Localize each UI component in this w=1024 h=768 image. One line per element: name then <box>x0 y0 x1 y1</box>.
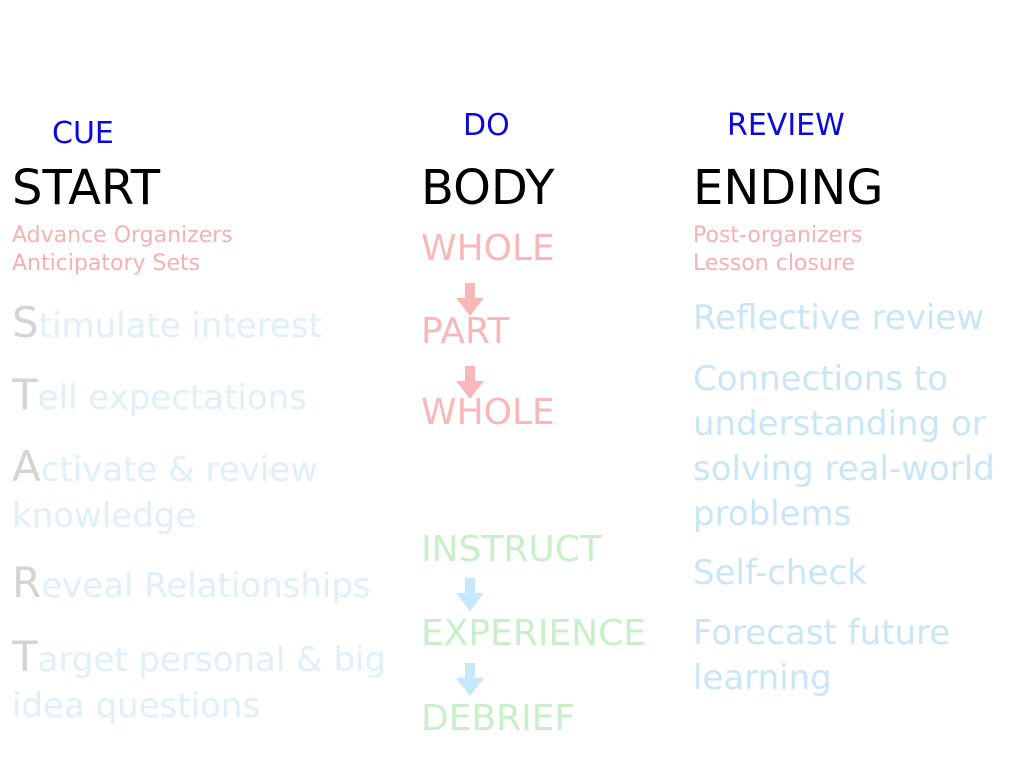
body-flow-debrief: DEBRIEF <box>421 698 576 739</box>
start-item-text: ell expectations <box>37 378 307 418</box>
ending-sub-post-organizers: Post-organizers <box>693 223 863 248</box>
body-flow-whole-2: WHOLE <box>421 392 555 433</box>
body-flow-instruct: INSTRUCT <box>421 529 602 570</box>
down-arrow-icon <box>456 663 484 696</box>
ending-item-self-check: Self-check <box>693 553 867 593</box>
start-item-tell: Tell expectations <box>12 372 402 421</box>
ending-title: ENDING <box>693 160 884 216</box>
do-label: DO <box>463 108 510 143</box>
ending-item-reflective-review: Reflective review <box>693 298 985 338</box>
start-item-text: ctivate & review knowledge <box>12 450 318 536</box>
start-item-activate: Activate & review knowledge <box>12 444 372 539</box>
start-item-letter: R <box>12 558 42 607</box>
start-sub-anticipatory-sets: Anticipatory Sets <box>12 251 201 276</box>
down-arrow-icon <box>456 283 484 316</box>
start-item-reveal: Reveal Relationships <box>12 560 402 609</box>
ending-item-forecast: Forecast future learning <box>693 613 951 698</box>
body-flow-whole-1: WHOLE <box>421 228 555 269</box>
start-item-stimulate: Stimulate interest <box>12 300 402 349</box>
start-item-letter: A <box>12 442 41 491</box>
body-title: BODY <box>421 160 555 216</box>
start-item-text: eveal Relationships <box>41 566 371 606</box>
ending-sub-lesson-closure: Lesson closure <box>693 251 855 276</box>
start-item-letter: S <box>12 298 39 347</box>
body-flow-experience: EXPERIENCE <box>421 613 647 654</box>
ending-item-connections: Connections to understanding or solving … <box>693 359 995 534</box>
review-label: REVIEW <box>727 108 845 143</box>
body-flow-part: PART <box>421 311 510 352</box>
down-arrow-icon <box>456 366 484 399</box>
start-item-letter: T <box>12 370 38 419</box>
cue-label: CUE <box>52 116 114 151</box>
down-arrow-icon <box>456 578 484 611</box>
start-item-text: arget personal & big idea questions <box>12 640 387 726</box>
start-item-target: Target personal & big idea questions <box>12 634 404 729</box>
start-item-text: timulate interest <box>38 306 322 346</box>
start-title: START <box>12 160 161 216</box>
start-item-letter: T <box>12 632 38 681</box>
start-sub-advance-organizers: Advance Organizers <box>12 223 233 248</box>
